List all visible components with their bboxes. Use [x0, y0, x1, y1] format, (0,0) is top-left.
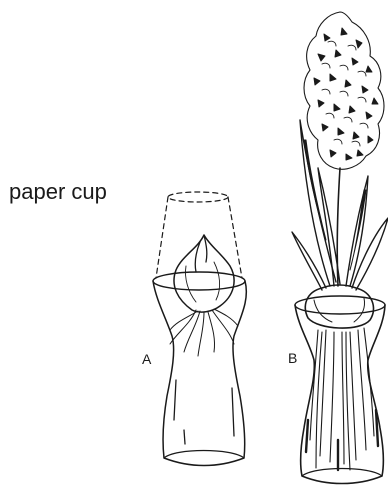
vase-a-label: A — [142, 352, 151, 366]
hyacinth-floret-outlines — [322, 41, 368, 146]
vase-b-base — [302, 469, 382, 477]
bulb-b-shading — [314, 298, 365, 322]
vase-b-label: B — [288, 351, 297, 365]
paper-cup-label: paper cup — [9, 181, 107, 203]
vase-a-base — [164, 451, 244, 459]
roots-a — [170, 309, 238, 356]
hyacinth-florets — [314, 28, 378, 160]
vase-a-body — [153, 281, 246, 466]
vase-a — [153, 192, 246, 466]
vase-a-streaks — [174, 380, 234, 444]
vase-b-rim — [295, 296, 385, 314]
roots-b — [310, 328, 374, 470]
vase-b — [292, 12, 388, 484]
bulb-a-shading — [185, 262, 219, 302]
hyacinth-flower-cluster — [304, 12, 384, 169]
vase-a-rim — [153, 272, 245, 290]
